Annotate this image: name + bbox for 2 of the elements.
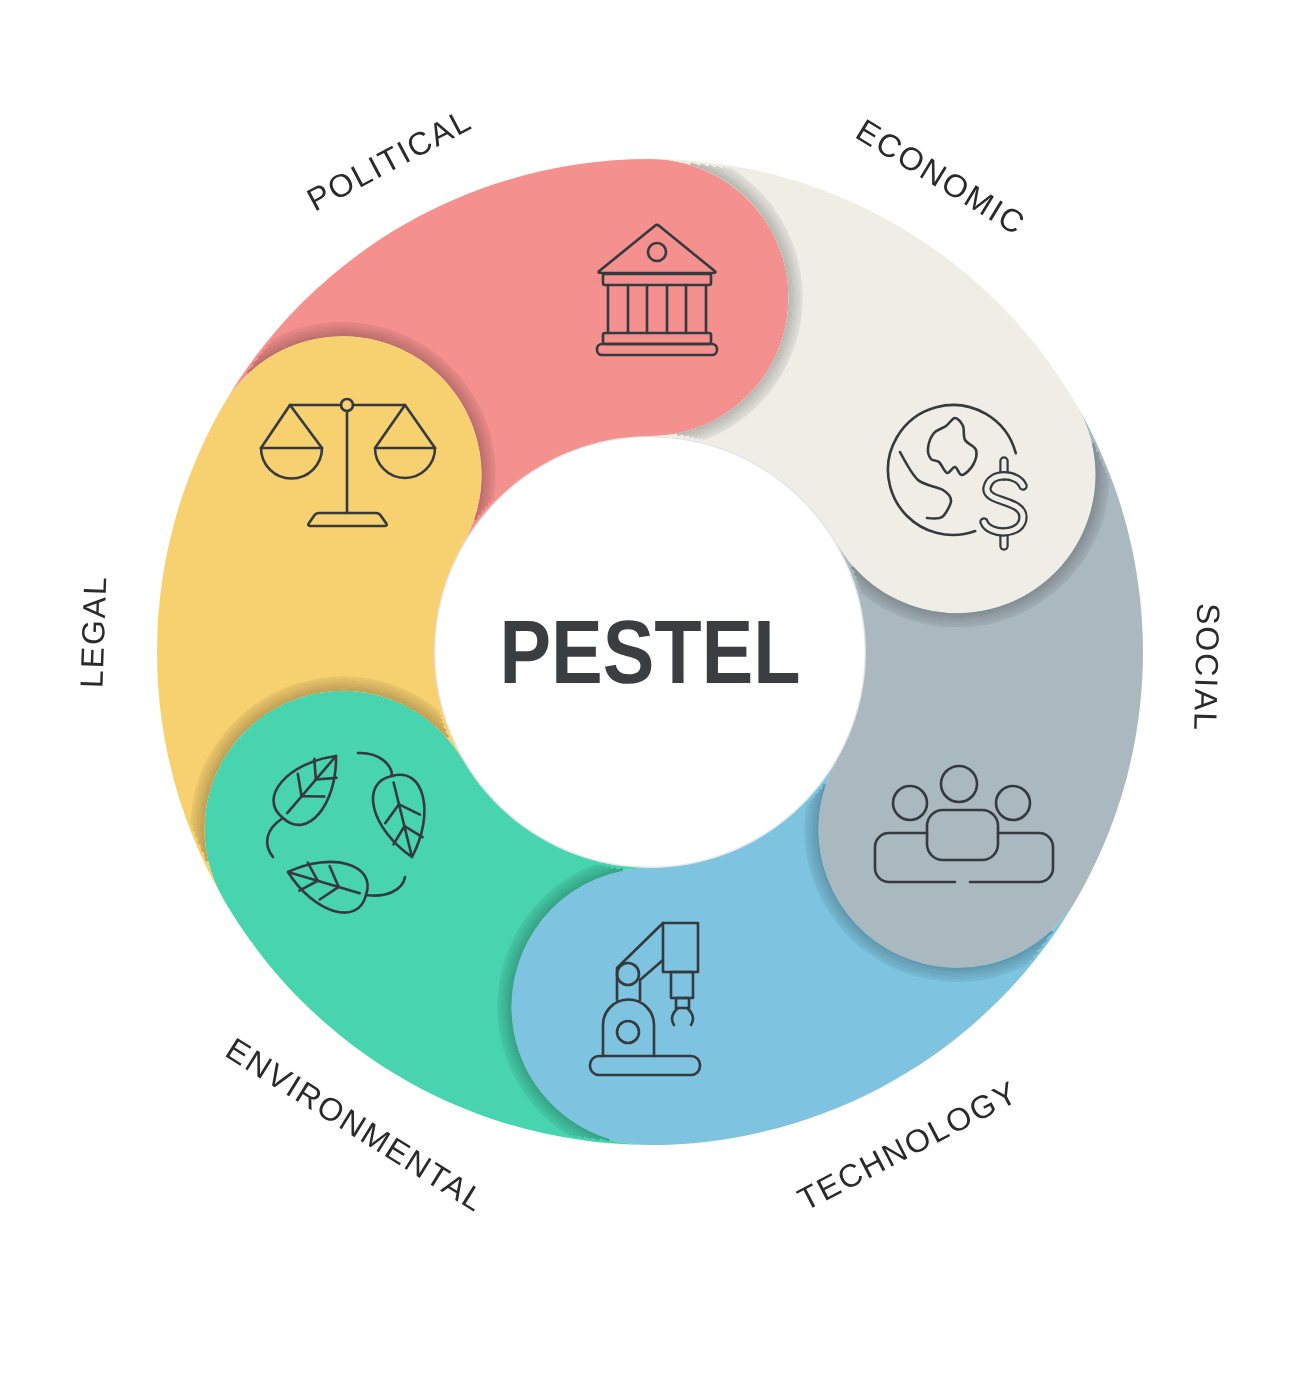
segment-label: LEGAL bbox=[80, 578, 107, 686]
segment-label: SOCIAL bbox=[1194, 604, 1220, 729]
